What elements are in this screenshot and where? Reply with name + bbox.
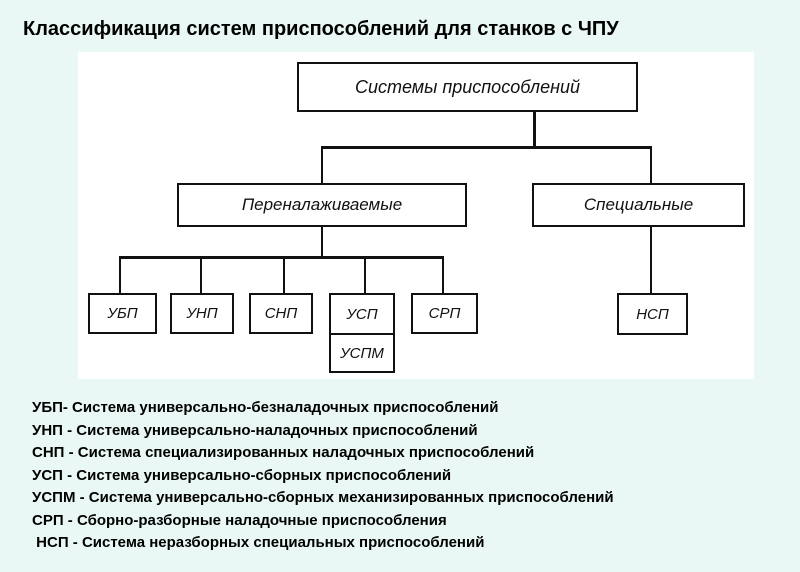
node-root: Системы приспособлений: [297, 62, 638, 112]
connector: [321, 146, 323, 184]
node-usp: УСП: [329, 293, 395, 335]
slide-title: Классификация систем приспособлений для …: [23, 18, 619, 40]
connector: [442, 256, 444, 294]
connector: [533, 111, 536, 148]
connector: [119, 256, 121, 294]
node-unp: УНП: [170, 293, 234, 334]
connector: [200, 256, 202, 294]
node-nsp: НСП: [617, 293, 688, 335]
node-special: Специальные: [532, 183, 745, 227]
node-ubp: УБП: [88, 293, 157, 334]
legend-item: УСП - Система универсально-сборных присп…: [32, 466, 452, 484]
connector: [364, 256, 366, 294]
connector: [650, 226, 652, 294]
legend-item: НСП - Система неразборных специальных пр…: [32, 534, 485, 551]
connector: [321, 146, 652, 149]
connector: [283, 256, 285, 294]
connector: [321, 226, 323, 257]
legend-item: УСПМ - Система универсально-сборных меха…: [32, 489, 614, 506]
node-readjustable: Переналаживаемые: [177, 183, 467, 227]
node-snp: СНП: [249, 293, 313, 334]
legend-item: УБП- Система универсально-безналадочных …: [32, 399, 499, 416]
legend-item: СНП - Система специализированных наладоч…: [32, 444, 535, 461]
node-srp: СРП: [411, 293, 478, 334]
node-uspm: УСПМ: [329, 333, 395, 373]
abbreviation-legend: УБП- Система универсально-безналадочных …: [32, 397, 614, 555]
legend-item: СРП - Сборно-разборные наладочные приспо…: [32, 511, 447, 529]
connector: [119, 256, 444, 259]
connector: [650, 146, 652, 184]
legend-item: УНП - Система универсально-наладочных пр…: [32, 421, 478, 439]
